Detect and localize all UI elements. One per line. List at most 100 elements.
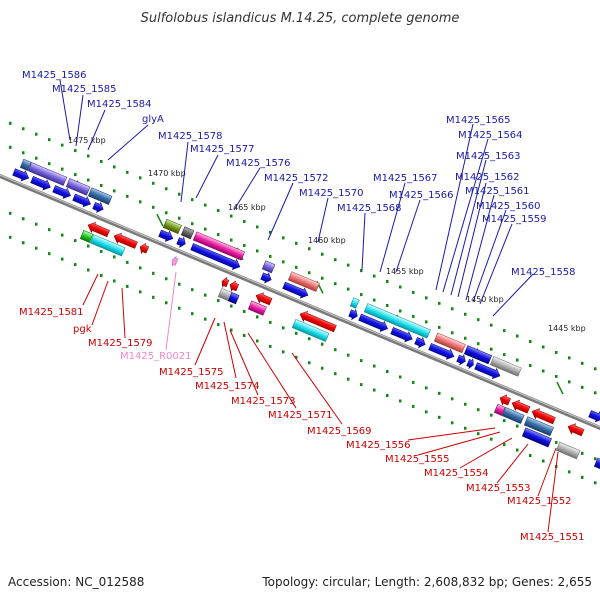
gene-label-M1425_1555: M1425_1555 xyxy=(385,454,450,465)
strand-tick xyxy=(555,350,558,354)
strand-tick xyxy=(542,345,545,349)
strand-tick xyxy=(529,340,532,344)
strand-tick xyxy=(230,214,233,218)
strand-tick xyxy=(451,421,454,425)
strand-tick xyxy=(373,364,376,368)
strand-tick xyxy=(373,274,376,278)
gene-arrow-forward xyxy=(52,185,71,199)
kbp-label-1450: 1450 kbp xyxy=(466,295,504,304)
strand-tick xyxy=(477,432,480,436)
strand-tick xyxy=(126,260,129,264)
strand-tick xyxy=(386,394,389,398)
strand-tick xyxy=(386,370,389,374)
strand-tick xyxy=(48,162,51,166)
strand-tick xyxy=(87,178,90,182)
gene-arrow-reverse xyxy=(567,423,585,437)
gene-label-M1425_1571: M1425_1571 xyxy=(268,410,333,421)
strand-tick xyxy=(594,481,597,485)
strand-tick xyxy=(243,219,246,223)
gene-arrow-reverse xyxy=(113,232,138,249)
gene-label-M1425_1562: M1425_1562 xyxy=(455,172,520,183)
gene-arrow-reverse xyxy=(299,310,337,333)
kbp-label-1455: 1455 kbp xyxy=(386,267,424,276)
gene-block xyxy=(261,260,276,274)
gene-label-M1425_1574: M1425_1574 xyxy=(195,381,260,392)
gene-block xyxy=(192,231,246,261)
strand-tick xyxy=(243,333,246,337)
gene-label-M1425_1584: M1425_1584 xyxy=(87,99,152,110)
strand-tick xyxy=(477,342,480,346)
strand-tick xyxy=(48,228,51,232)
strand-tick xyxy=(152,181,155,185)
strand-tick xyxy=(113,165,116,169)
gene-label-M1425_1585: M1425_1585 xyxy=(52,84,117,95)
strand-tick xyxy=(61,233,64,237)
gene-label-M1425_1556: M1425_1556 xyxy=(346,440,411,451)
strand-tick xyxy=(308,271,311,275)
gene-arrow-forward xyxy=(92,201,104,214)
strand-tick xyxy=(22,217,25,221)
strand-tick xyxy=(178,192,181,196)
gene-block xyxy=(501,407,525,424)
strand-tick xyxy=(256,315,259,319)
strand-tick xyxy=(321,276,324,280)
strand-tick xyxy=(74,263,77,267)
kbp-label-1445: 1445 kbp xyxy=(548,324,586,333)
strand-tick xyxy=(204,293,207,297)
gene-arrow-reverse xyxy=(87,221,110,238)
strand-tick xyxy=(178,306,181,310)
label-leader-lines xyxy=(59,79,559,533)
strand-tick xyxy=(438,301,441,305)
strand-tick xyxy=(230,328,233,332)
gene-arrow-forward xyxy=(158,229,174,242)
gene-block xyxy=(593,457,600,471)
strand-tick xyxy=(282,350,285,354)
gene-label-M1425_1576: M1425_1576 xyxy=(226,158,291,169)
strand-tick xyxy=(438,325,441,329)
strand-tick xyxy=(256,339,259,343)
strand-tick xyxy=(542,459,545,463)
strand-tick xyxy=(360,359,363,363)
strand-tick xyxy=(438,391,441,395)
strand-tick xyxy=(373,388,376,392)
strand-tick xyxy=(477,318,480,322)
strand-tick xyxy=(178,216,181,220)
gene-arrow-forward xyxy=(414,336,426,349)
gene-arrow-forward xyxy=(390,327,413,343)
strand-tick xyxy=(48,138,51,142)
strand-tick xyxy=(581,451,584,455)
gene-arrow-reverse xyxy=(139,242,150,255)
strand-tick xyxy=(113,189,116,193)
gene-arrow-forward xyxy=(190,243,241,270)
strand-tick xyxy=(542,369,545,373)
gene-arrow-forward xyxy=(588,410,600,423)
strand-tick xyxy=(503,419,506,423)
gene-label-M1425_1579: M1425_1579 xyxy=(88,338,153,349)
kbp-tick xyxy=(556,381,564,395)
strand-tick xyxy=(295,331,298,335)
gene-arrow-forward xyxy=(30,175,51,191)
strand-tick xyxy=(503,443,506,447)
genome-backbone-highlight xyxy=(0,174,600,428)
strand-tick xyxy=(113,279,116,283)
gene-label-M1425_1558: M1425_1558 xyxy=(511,267,576,278)
strand-tick xyxy=(269,320,272,324)
strand-tick xyxy=(334,258,337,262)
strand-tick xyxy=(308,247,311,251)
gene-block xyxy=(162,218,182,235)
gene-block xyxy=(555,441,581,460)
strand-tick xyxy=(516,424,519,428)
strand-tick xyxy=(152,271,155,275)
gene-arrow-reverse xyxy=(511,399,531,414)
strand-tick xyxy=(126,284,129,288)
strand-tick xyxy=(165,277,168,281)
strand-tick xyxy=(243,243,246,247)
gene-label-M1425_1563: M1425_1563 xyxy=(456,151,521,162)
strand-tick xyxy=(295,241,298,245)
strand-tick xyxy=(191,288,194,292)
strand-tick xyxy=(165,211,168,215)
strand-tick xyxy=(61,257,64,261)
strand-tick xyxy=(529,454,532,458)
gene-arrow-forward xyxy=(456,353,466,366)
